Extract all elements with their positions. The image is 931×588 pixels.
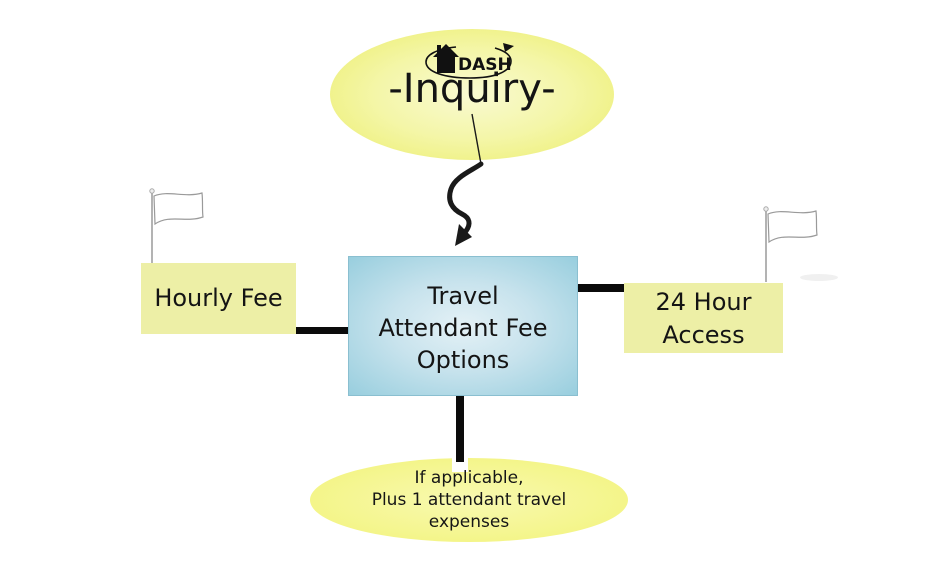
node-hourly-fee: Hourly Fee — [141, 263, 296, 334]
node-24-hour-access: 24 Hour Access — [624, 283, 783, 353]
flag-icon-right — [763, 206, 818, 282]
inquiry-title: -Inquiry- — [388, 66, 556, 112]
node-travel-attendant-fee-options: Travel Attendant Fee Options — [348, 256, 578, 396]
circular-arrow-icon — [425, 43, 514, 79]
connector-left — [295, 327, 349, 334]
expenses-label: If applicable, Plus 1 attendant travel e… — [371, 468, 567, 532]
expenses-ellipse — [310, 458, 628, 542]
flag-icon-left — [149, 188, 204, 264]
dash-logo-text: DASH — [458, 55, 512, 75]
dash-logo: DASH — [425, 43, 514, 79]
flag-shadow — [800, 274, 838, 281]
curved-arrow-icon — [447, 113, 484, 246]
connector-right — [577, 284, 626, 292]
house-icon — [433, 44, 459, 73]
inquiry-ellipse — [330, 29, 614, 160]
connector-bottom — [456, 396, 464, 462]
